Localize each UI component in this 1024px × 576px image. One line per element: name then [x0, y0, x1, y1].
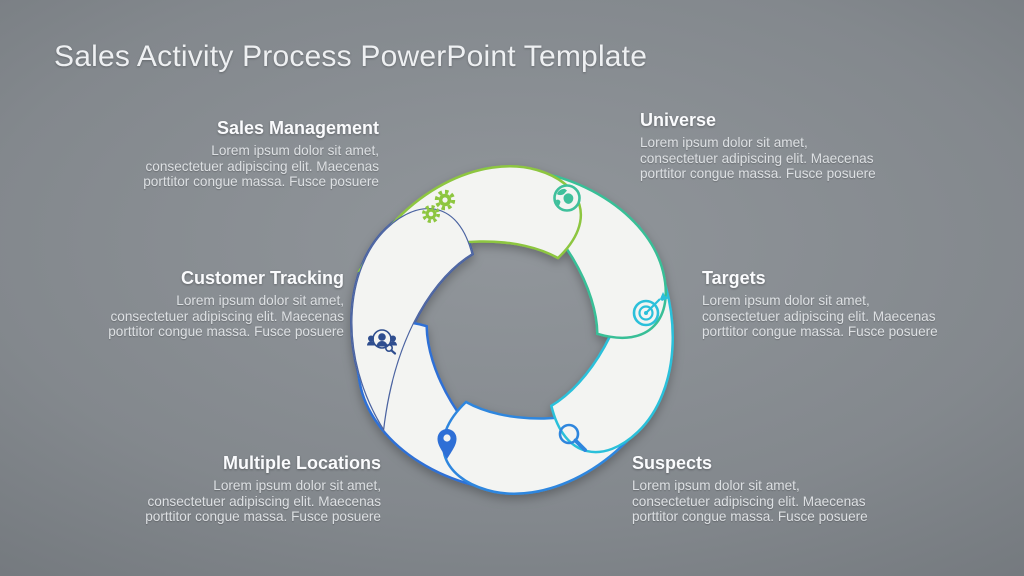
pinwheel-diagram: [350, 165, 674, 495]
section-targets: Targets Lorem ipsum dolor sit amet, cons…: [702, 268, 1002, 340]
section-heading: Suspects: [632, 453, 713, 473]
section-description: Lorem ipsum dolor sit amet, consectetuer…: [632, 478, 868, 525]
section-universe: Universe Lorem ipsum dolor sit amet, con…: [640, 110, 940, 182]
section-multiple-locations: Multiple Locations Lorem ipsum dolor sit…: [81, 453, 381, 525]
section-customer-tracking: Customer Tracking Lorem ipsum dolor sit …: [44, 268, 344, 340]
search-icon: [558, 423, 587, 452]
section-heading: Multiple Locations: [222, 453, 381, 473]
people-icon: [367, 329, 397, 355]
section-heading: Customer Tracking: [180, 268, 344, 288]
section-description: Lorem ipsum dolor sit amet, consectetuer…: [108, 293, 344, 340]
gears-icon: [422, 189, 456, 223]
section-description: Lorem ipsum dolor sit amet, consectetuer…: [702, 293, 938, 340]
section-heading: Universe: [640, 110, 717, 130]
section-description: Lorem ipsum dolor sit amet, consectetuer…: [640, 135, 876, 182]
section-suspects: Suspects Lorem ipsum dolor sit amet, con…: [632, 453, 932, 525]
location-pin-icon: [437, 429, 457, 459]
slide-title: Sales Activity Process PowerPoint Templa…: [54, 40, 648, 73]
section-heading: Sales Management: [216, 118, 379, 138]
section-sales-management: Sales Management Lorem ipsum dolor sit a…: [79, 118, 379, 190]
petal-universe: [484, 167, 668, 340]
section-description: Lorem ipsum dolor sit amet, consectetuer…: [143, 143, 379, 190]
target-icon: [632, 292, 669, 327]
section-heading: Targets: [702, 268, 766, 288]
globe-icon: [553, 184, 581, 212]
section-description: Lorem ipsum dolor sit amet, consectetuer…: [145, 478, 381, 525]
